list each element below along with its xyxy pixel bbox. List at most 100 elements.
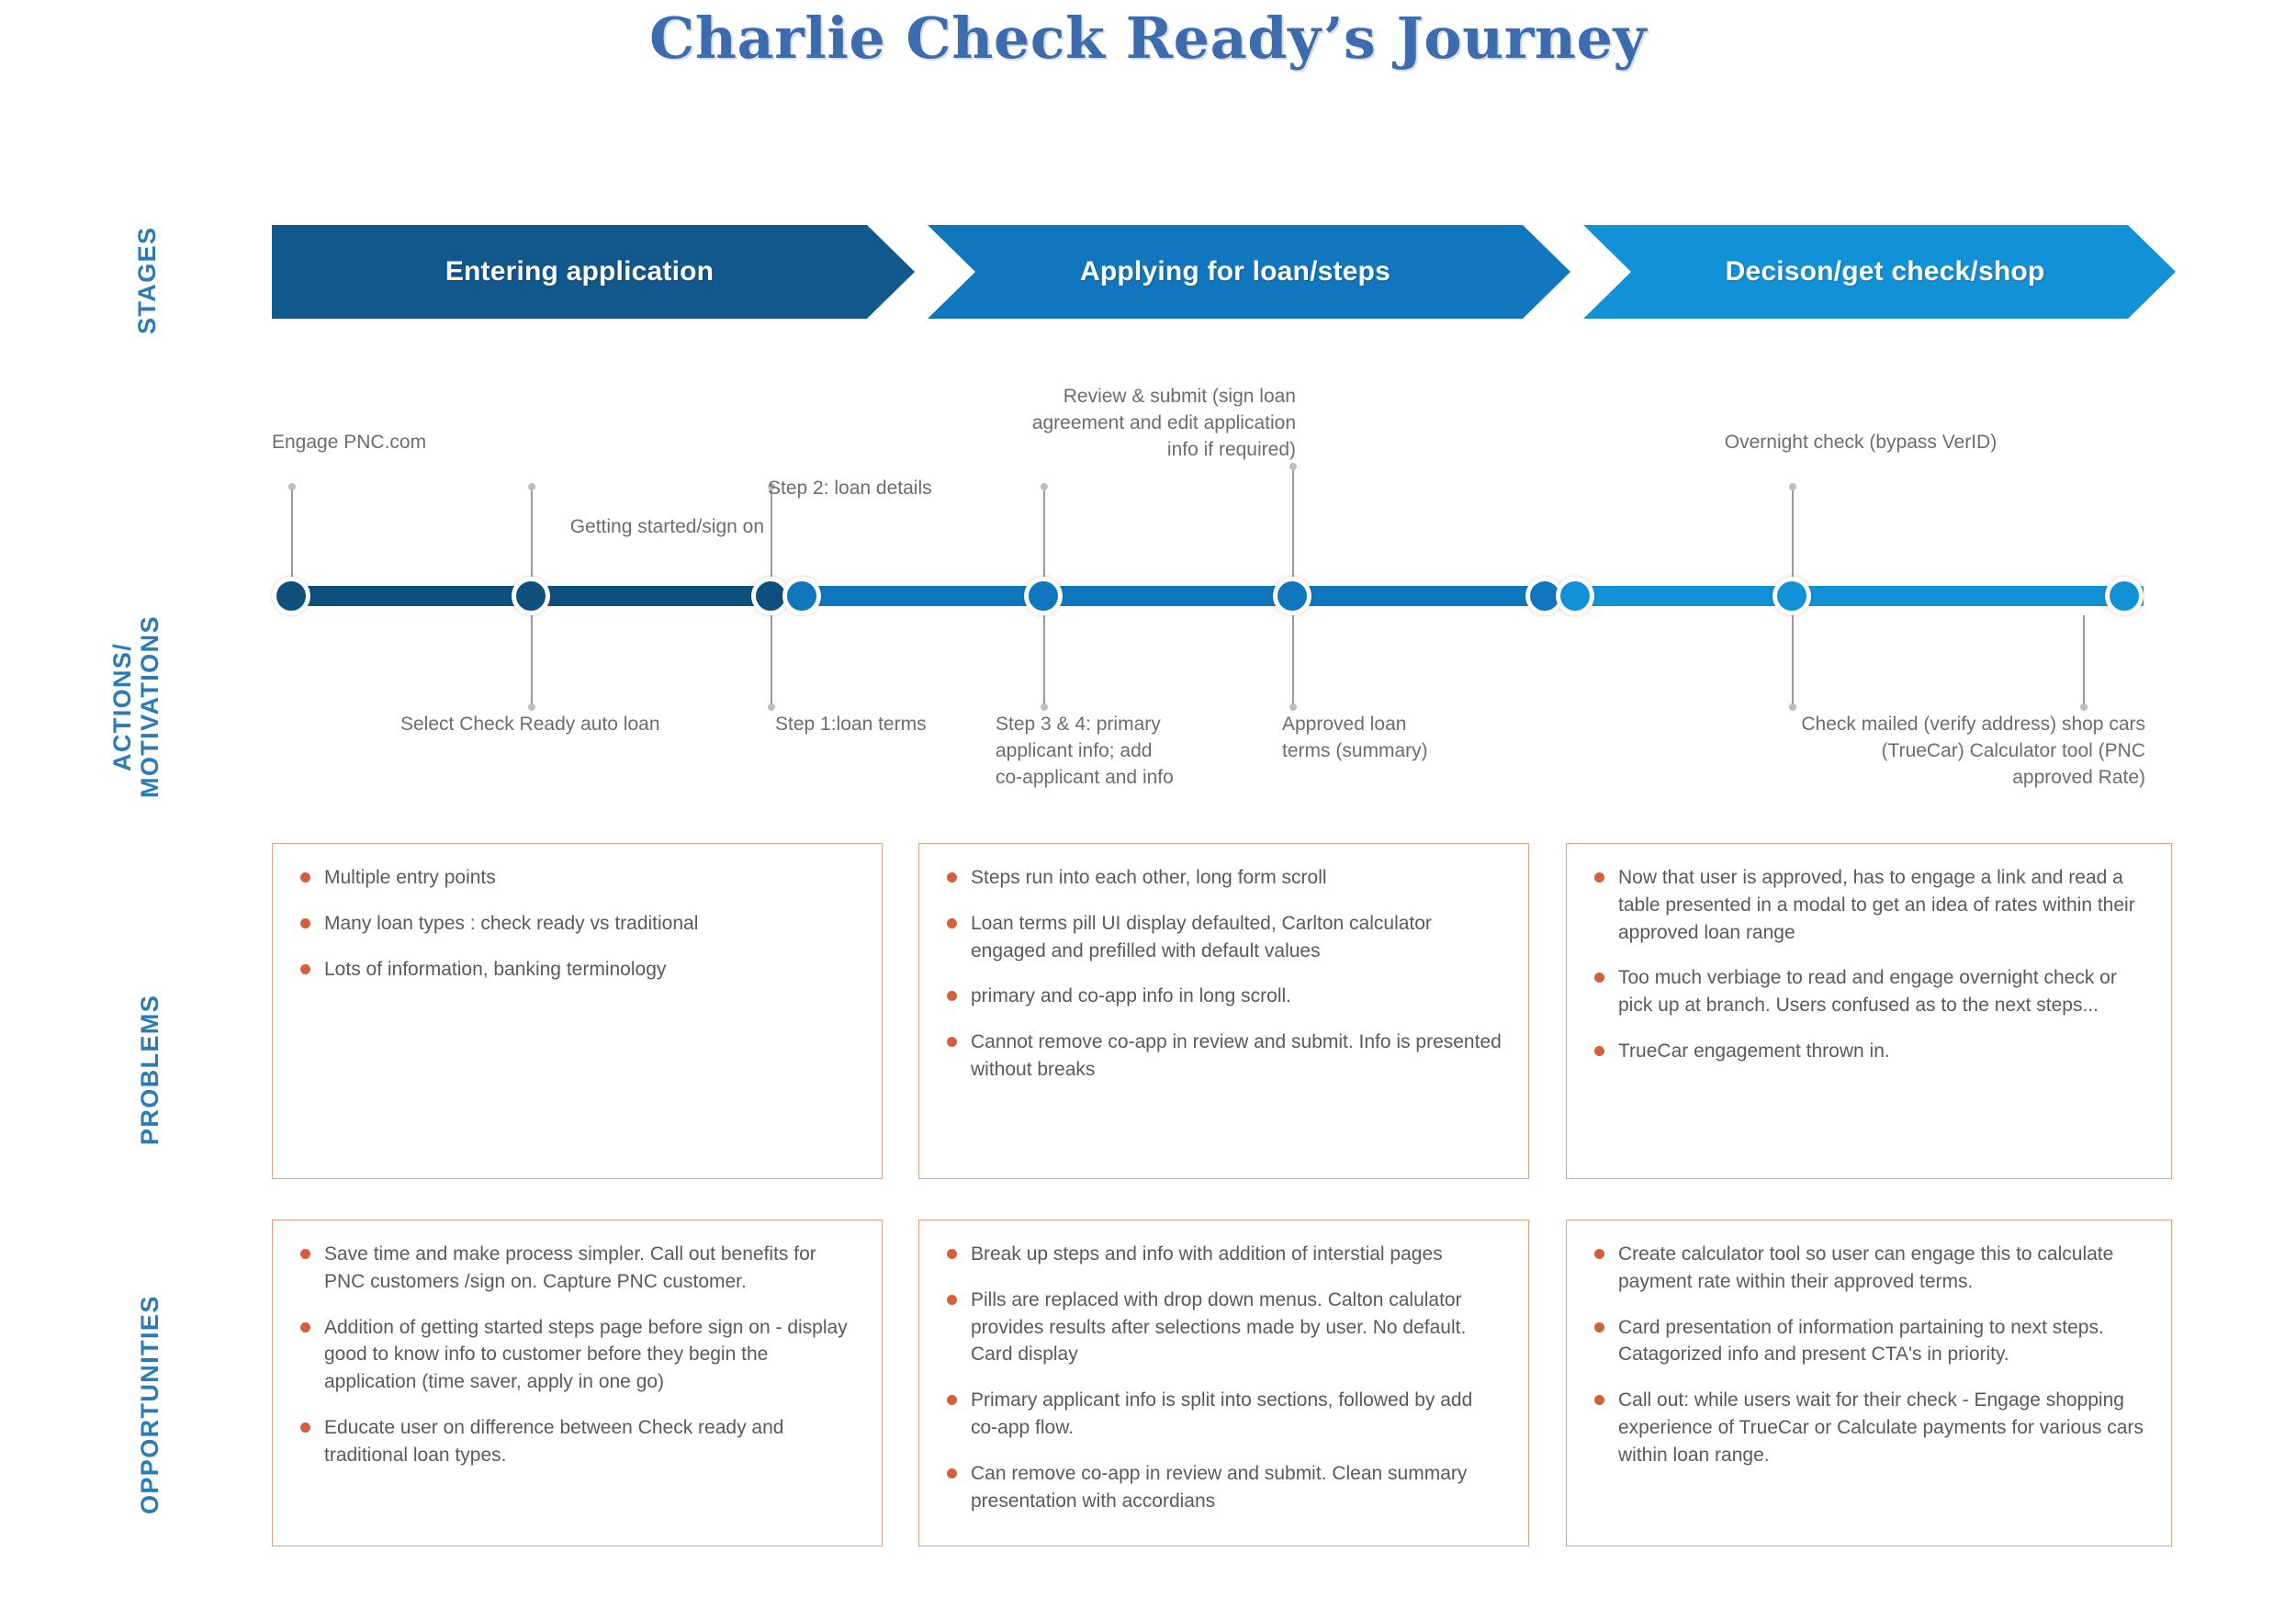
list-item: Many loan types : check ready vs traditi… [297, 910, 858, 938]
list-item: Can remove co-app in review and submit. … [943, 1460, 1504, 1515]
list-item-text: Card presentation of information partain… [1618, 1316, 2104, 1366]
list-item: Educate user on difference between Check… [297, 1414, 858, 1469]
timeline-stem-cap-down-6 [2080, 703, 2088, 711]
timeline-stem-cap-up-6 [1789, 483, 1796, 490]
list-item: Now that user is approved, has to engage… [1591, 864, 2147, 946]
timeline-stem-cap-up-5 [1289, 463, 1297, 470]
bullet-dot-icon [947, 917, 957, 928]
list-item-text: Steps run into each other, long form scr… [971, 867, 1327, 888]
list-item-text: Save time and make process simpler. Call… [324, 1243, 816, 1292]
list-item: Create calculator tool so user can engag… [1591, 1241, 2147, 1296]
bullet-dot-icon [300, 872, 310, 883]
list-item-text: Break up steps and info with addition of… [971, 1243, 1443, 1265]
stage-banner-applying-for-loan[interactable]: Applying for loan/steps [928, 225, 1570, 319]
list-item-text: Cannot remove co-app in review and submi… [971, 1031, 1502, 1081]
bullet-dot-icon [300, 917, 310, 928]
timeline-stem-up-5 [1292, 467, 1294, 579]
timeline-stem-cap-down-4 [1289, 703, 1297, 711]
timeline-node-1[interactable] [272, 577, 310, 615]
list-item-text: Create calculator tool so user can engag… [1618, 1243, 2114, 1292]
timeline-label-above-2: Getting started/sign on [569, 516, 764, 537]
problems-card-stage-2: Steps run into each other, long form scr… [918, 843, 1529, 1179]
timeline-node-6[interactable] [1273, 577, 1311, 615]
timeline-stem-down-1 [531, 615, 533, 707]
bullet-dot-icon [1594, 1249, 1604, 1259]
list-item: Call out: while users wait for their che… [1591, 1387, 2147, 1468]
list-item: Addition of getting started steps page b… [297, 1314, 858, 1396]
list-item-text: Lots of information, banking terminology [324, 958, 667, 980]
list-item: TrueCar engagement thrown in. [1591, 1038, 2147, 1065]
timeline-node-8[interactable] [1556, 577, 1594, 615]
timeline-label-below-3: Step 3 & 4: primary applicant info; add … [996, 714, 1174, 788]
list-item: Lots of information, banking terminology [297, 956, 858, 984]
timeline-stem-cap-down-1 [528, 703, 535, 711]
bullet-dot-icon [300, 963, 310, 974]
timeline-label-below-2: Step 1:loan terms [775, 714, 927, 735]
bullet-dot-icon [1594, 1046, 1604, 1057]
opportunities-card-stage-1: Save time and make process simpler. Call… [272, 1220, 883, 1546]
opportunities-list: Create calculator tool so user can engag… [1591, 1241, 2147, 1469]
bullet-dot-icon [1594, 1395, 1604, 1406]
timeline-label-above-3: Step 2: loan details [768, 478, 932, 499]
timeline-stem-down-5 [1792, 615, 1794, 707]
list-item: Primary applicant info is split into sec… [943, 1387, 1504, 1442]
list-item-text: Primary applicant info is split into sec… [971, 1389, 1473, 1439]
list-item-text: Too much verbiage to read and engage ove… [1618, 967, 2117, 1017]
timeline-stem-up-3 [771, 487, 772, 579]
opportunities-card-stage-2: Break up steps and info with addition of… [918, 1220, 1529, 1546]
timeline-stem-cap-up-2 [528, 483, 535, 490]
timeline-stem-cap-down-2 [768, 703, 775, 711]
list-item-text: Call out: while users wait for their che… [1618, 1389, 2144, 1466]
bullet-dot-icon [1594, 1321, 1604, 1333]
timeline-stem-down-4 [1292, 615, 1294, 707]
timeline-stem-cap-up-4 [1041, 483, 1048, 490]
rail-label-problems: PROBLEMS [136, 994, 163, 1146]
problems-card-stage-3: Now that user is approved, has to engage… [1566, 843, 2172, 1179]
timeline-bar-stage-2 [782, 586, 1545, 606]
list-item: Too much verbiage to read and engage ove… [1591, 964, 2147, 1019]
timeline-node-10[interactable] [2105, 577, 2144, 615]
timeline-node-2[interactable] [512, 577, 550, 615]
list-item-text: Pills are replaced with drop down menus.… [971, 1288, 1467, 1366]
stage-banner-decision-get-check-shop[interactable]: Decison/get check/shop [1583, 225, 2176, 319]
list-item-text: Many loan types : check ready vs traditi… [324, 912, 699, 934]
timeline-stem-down-6 [2083, 615, 2085, 707]
list-item: Multiple entry points [297, 864, 858, 892]
bullet-dot-icon [300, 1321, 310, 1333]
timeline-label-below-5: Check mailed (verify address) shop cars … [1801, 714, 2145, 788]
problems-list: Multiple entry points Many loan types : … [297, 864, 858, 983]
list-item-text: Multiple entry points [324, 867, 496, 888]
timeline-node-5[interactable] [1024, 577, 1063, 615]
problems-list: Now that user is approved, has to engage… [1591, 864, 2147, 1065]
opportunities-card-stage-3: Create calculator tool so user can engag… [1566, 1220, 2172, 1546]
actions-motivations-timeline: Engage PNC.com Getting started/sign on S… [272, 386, 2173, 817]
timeline-label-above-1: Engage PNC.com [272, 432, 427, 453]
problems-card-stage-1: Multiple entry points Many loan types : … [272, 843, 883, 1179]
bullet-dot-icon [1594, 872, 1604, 883]
list-item: Loan terms pill UI display defaulted, Ca… [943, 910, 1504, 965]
list-item: primary and co-app info in long scroll. [943, 983, 1504, 1010]
timeline-node-4[interactable] [782, 577, 821, 615]
stage-banner-entering-application[interactable]: Entering application [272, 225, 915, 319]
timeline-stem-down-3 [1043, 615, 1045, 707]
timeline-label-above-4: Review & submit (sign loan agreement and… [1031, 386, 1296, 460]
bullet-dot-icon [947, 872, 957, 883]
timeline-label-above-5: Overnight check (bypass VerID) [1724, 432, 1998, 453]
timeline-stem-down-2 [771, 615, 772, 707]
timeline-node-9[interactable] [1773, 577, 1811, 615]
bullet-dot-icon [947, 1467, 957, 1479]
bullet-dot-icon [947, 991, 957, 1002]
list-item-text: Can remove co-app in review and submit. … [971, 1462, 1468, 1512]
list-item-text: primary and co-app info in long scroll. [971, 985, 1292, 1007]
list-item: Cannot remove co-app in review and submi… [943, 1029, 1504, 1084]
rail-label-opportunities: OPPORTUNITIES [136, 1295, 163, 1515]
bullet-dot-icon [947, 1294, 957, 1305]
bullet-dot-icon [300, 1249, 310, 1259]
bullet-dot-icon [947, 1037, 957, 1048]
timeline-stem-up-6 [1792, 487, 1794, 579]
list-item: Steps run into each other, long form scr… [943, 864, 1504, 892]
bullet-dot-icon [947, 1395, 957, 1406]
list-item-text: Educate user on difference between Check… [324, 1417, 784, 1466]
rail-label-actions-motivations: ACTIONS/ MOTIVATIONS [108, 615, 164, 799]
timeline-stem-cap-up-3 [768, 483, 775, 490]
